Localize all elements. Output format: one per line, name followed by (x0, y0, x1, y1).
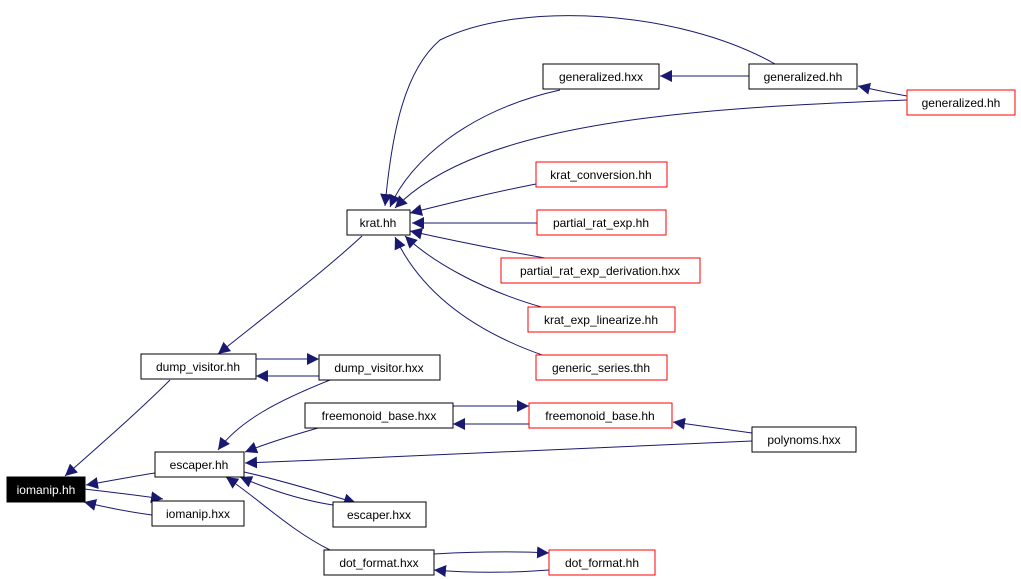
node-dump-visitor-hh[interactable]: dump_visitor.hh (140, 353, 257, 380)
node-escaper-hh[interactable]: escaper.hh (154, 451, 245, 478)
node-iomanip-hxx-label: iomanip.hxx (166, 507, 230, 521)
node-generalized-hh-box (748, 63, 858, 90)
node-krat-conversion-hh-box (535, 161, 668, 188)
node-krat-exp-linearize-hh[interactable]: krat_exp_linearize.hh (527, 306, 676, 333)
node-krat-exp-linearize-hh-label: krat_exp_linearize.hh (544, 313, 658, 327)
node-partial-rat-exp-hh[interactable]: partial_rat_exp.hh (536, 209, 667, 236)
node-escaper-hxx-box (332, 501, 427, 528)
edge-partial-rat-exp-derivation-hxx-to-krat-hh (409, 227, 546, 259)
node-generalized-hh-truncated-box (906, 89, 1016, 116)
node-dot-format-hxx-box (323, 549, 435, 576)
node-iomanip-hxx-box (151, 500, 245, 527)
node-escaper-hh-label: escaper.hh (170, 458, 229, 472)
edge-escaper-hh-to-iomanip-hh (85, 472, 156, 489)
node-escaper-hxx[interactable]: escaper.hxx (332, 501, 427, 528)
node-freemonoid-base-hxx[interactable]: freemonoid_base.hxx (304, 402, 454, 429)
node-krat-conversion-hh[interactable]: krat_conversion.hh (535, 161, 668, 188)
node-polynoms-hxx-label: polynoms.hxx (767, 433, 840, 447)
edge-polynoms-hxx-to-freemonoid-base-hh (672, 417, 753, 434)
node-iomanip-hxx[interactable]: iomanip.hxx (151, 500, 245, 527)
edge-krat-exp-linearize-hh-to-krat-hh (404, 235, 546, 309)
edge-dot-format-hh-to-dot-format-hxx (433, 565, 550, 577)
node-generic-series-thh[interactable]: generic_series.thh (535, 354, 668, 381)
edge-generic-series-thh-to-krat-hh (394, 236, 546, 357)
node-generic-series-thh-label: generic_series.thh (552, 361, 650, 375)
node-krat-hh-box (346, 209, 411, 236)
node-escaper-hh-box (154, 451, 245, 478)
node-dot-format-hh[interactable]: dot_format.hh (548, 549, 656, 576)
node-partial-rat-exp-derivation-hxx-box (500, 257, 701, 284)
edge-polynoms-hxx-to-escaper-hh (244, 440, 753, 469)
node-generalized-hh-label: generalized.hh (764, 70, 843, 84)
node-freemonoid-base-hh-label: freemonoid_base.hh (545, 409, 654, 423)
edge-krat-hh-to-dump-visitor-hh (217, 235, 363, 355)
edge-dump-visitor-hxx-to-escaper-hh (217, 379, 331, 451)
node-freemonoid-base-hxx-label: freemonoid_base.hxx (322, 409, 437, 423)
node-dump-visitor-hh-box (140, 353, 257, 380)
edge-dump-visitor-hh-to-iomanip-hh (64, 379, 171, 477)
node-partial-rat-exp-derivation-hxx[interactable]: partial_rat_exp_derivation.hxx (500, 257, 701, 284)
node-freemonoid-base-hh[interactable]: freemonoid_base.hh (528, 402, 673, 429)
node-polynoms-hxx-box (751, 426, 857, 453)
node-krat-conversion-hh-label: krat_conversion.hh (550, 168, 651, 182)
node-generic-series-thh-box (535, 354, 668, 381)
node-partial-rat-exp-hh-box (536, 209, 667, 236)
node-generalized-hh-truncated-label: generalized.hh (922, 96, 1001, 110)
node-krat-hh[interactable]: krat.hh (346, 209, 411, 236)
edges (64, 15, 908, 577)
node-dot-format-hh-label: dot_format.hh (565, 556, 639, 570)
node-dot-format-hxx-label: dot_format.hxx (339, 556, 418, 570)
node-polynoms-hxx[interactable]: polynoms.hxx (751, 426, 857, 453)
node-generalized-hxx-box (542, 63, 660, 90)
edge-generalized-hh-red-to-generalized-hh (857, 82, 908, 97)
node-dump-visitor-hxx-box (318, 354, 441, 381)
edge-iomanip-hxx-to-iomanip-hh (83, 499, 153, 516)
node-iomanip-hh-box (6, 476, 86, 503)
node-generalized-hxx[interactable]: generalized.hxx (542, 63, 660, 90)
node-generalized-hh-truncated[interactable]: generalized.hh (906, 89, 1016, 116)
node-iomanip-hh-label: iomanip.hh (17, 483, 76, 497)
node-krat-hh-label: krat.hh (360, 216, 397, 230)
edge-escaper-hxx-to-escaper-hh (239, 476, 334, 506)
node-generalized-hxx-label: generalized.hxx (559, 70, 643, 84)
edge-freemonoid-base-hxx-to-escaper-hh (244, 427, 319, 454)
edge-dot-format-hxx-to-dot-format-hh (433, 546, 550, 559)
node-partial-rat-exp-derivation-hxx-label: partial_rat_exp_derivation.hxx (520, 264, 680, 278)
edge-generalized-hh-red-to-krat-hh (394, 99, 908, 209)
node-generalized-hh[interactable]: generalized.hh (748, 63, 858, 90)
node-dot-format-hxx[interactable]: dot_format.hxx (323, 549, 435, 576)
node-freemonoid-base-hh-box (528, 402, 673, 429)
nodes: iomanip.hh dump_visitor.hh dump_visitor.… (6, 63, 1016, 576)
edge-escaper-hh-to-escaper-hxx (243, 471, 357, 506)
node-dump-visitor-hh-label: dump_visitor.hh (156, 360, 240, 374)
node-dump-visitor-hxx[interactable]: dump_visitor.hxx (318, 354, 441, 381)
node-iomanip-hh[interactable]: iomanip.hh (6, 476, 86, 503)
edge-krat-conversion-hh-to-krat-hh (409, 183, 537, 216)
node-partial-rat-exp-hh-label: partial_rat_exp.hh (553, 216, 649, 230)
node-dot-format-hh-box (548, 549, 656, 576)
node-freemonoid-base-hxx-box (304, 402, 454, 429)
edge-generalized-hxx-to-krat-hh (389, 89, 561, 208)
node-dump-visitor-hxx-label: dump_visitor.hxx (334, 361, 423, 375)
node-krat-exp-linearize-hh-box (527, 306, 676, 333)
edge-generalized-hh-to-krat-hh (380, 15, 776, 207)
edge-iomanip-hh-to-iomanip-hxx (83, 488, 164, 504)
node-escaper-hxx-label: escaper.hxx (347, 508, 411, 522)
edge-dot-format-hxx-to-escaper-hh (225, 476, 331, 551)
